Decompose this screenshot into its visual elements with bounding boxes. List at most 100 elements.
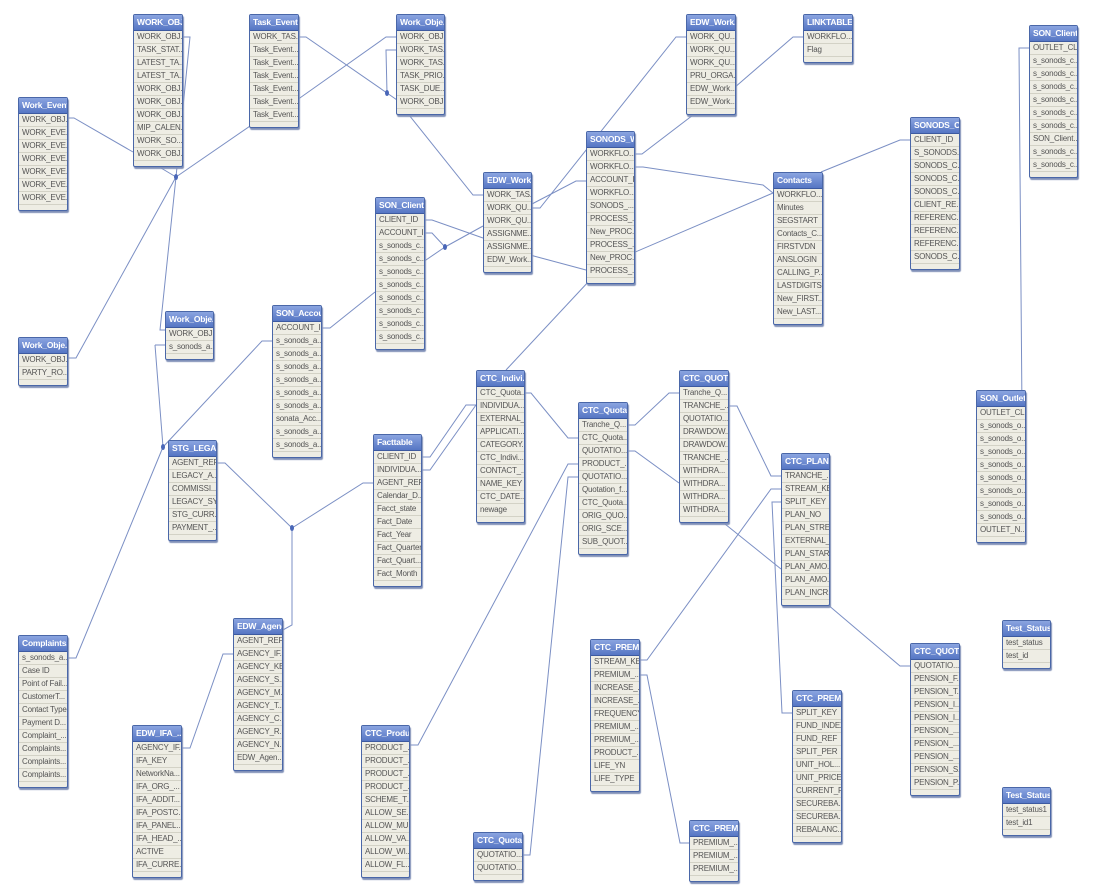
- table-field[interactable]: PRODUCT_...: [362, 768, 409, 781]
- table-field[interactable]: ALLOW_VA...: [362, 833, 409, 846]
- table-field[interactable]: s_sonods_c...: [376, 318, 424, 331]
- table-field[interactable]: TASK_STAT...: [134, 44, 182, 57]
- table-field[interactable]: Fact_Date: [374, 516, 421, 529]
- table-field[interactable]: INDIVIDUA...: [374, 464, 421, 477]
- table-title[interactable]: CTC_Quota...: [474, 833, 522, 849]
- table-title[interactable]: CTC_PLAN...: [782, 454, 829, 470]
- table-field[interactable]: s_sonods_a...: [273, 374, 321, 387]
- table-title[interactable]: CTC_PREMI...: [591, 640, 639, 656]
- table-work-obje-top[interactable]: Work_Obje...WORK_OBJ...WORK_TAS...WORK_T…: [396, 14, 445, 115]
- table-field[interactable]: PREMIUM_...: [591, 721, 639, 734]
- table-field[interactable]: AGENCY_KEY: [234, 661, 282, 674]
- table-field[interactable]: PENSION_I...: [911, 712, 959, 725]
- table-field[interactable]: WORKFLO...: [587, 161, 634, 174]
- table-field[interactable]: s_sonods_c...: [1030, 55, 1077, 68]
- table-field[interactable]: PRODUCT_...: [362, 781, 409, 794]
- table-title[interactable]: EDW_Agency: [234, 619, 282, 635]
- table-field[interactable]: TASK_DUE...: [397, 83, 444, 96]
- table-field[interactable]: UNIT_HOL...: [793, 759, 841, 772]
- table-field[interactable]: Complaints...: [19, 756, 67, 769]
- table-field[interactable]: IFA_PANEL...: [133, 820, 181, 833]
- table-field[interactable]: PLAN_NO: [782, 509, 829, 522]
- table-field[interactable]: EXTERNAL_...: [782, 535, 829, 548]
- table-field[interactable]: s_sonods_c...: [376, 266, 424, 279]
- table-field[interactable]: Contact Type: [19, 704, 67, 717]
- table-field[interactable]: CTC_Quota...: [477, 387, 524, 400]
- table-field[interactable]: Complaint_...: [19, 730, 67, 743]
- table-field[interactable]: PLAN_AMO...: [782, 561, 829, 574]
- table-field[interactable]: s_sonods_c...: [376, 240, 424, 253]
- table-field[interactable]: EDW_Work...: [484, 254, 531, 267]
- table-field[interactable]: FIRSTVDN: [774, 241, 822, 254]
- table-field[interactable]: Tranche_Q...: [680, 387, 728, 400]
- table-title[interactable]: CTC_QUOT...: [911, 644, 959, 660]
- table-title[interactable]: SON_Client: [376, 198, 424, 214]
- table-field[interactable]: Task_Event...: [250, 57, 298, 70]
- table-title[interactable]: Work_Obje...: [19, 338, 67, 354]
- table-field[interactable]: WORK_TAS...: [250, 31, 298, 44]
- table-field[interactable]: FUND_REF: [793, 733, 841, 746]
- table-title[interactable]: Complaints...: [19, 636, 67, 652]
- table-field[interactable]: CATEGORY...: [477, 439, 524, 452]
- table-field[interactable]: s_sonods_c...: [376, 292, 424, 305]
- table-edw-work-mid[interactable]: EDW_Work...WORK_TAS...WORK_QU...WORK_QU.…: [483, 172, 532, 273]
- table-field[interactable]: LASTDIGITS: [774, 280, 822, 293]
- table-field[interactable]: INDIVIDUA...: [477, 400, 524, 413]
- table-field[interactable]: New_PROC...: [587, 226, 634, 239]
- table-title[interactable]: Contacts: [774, 173, 822, 189]
- table-field[interactable]: IFA_HEAD_...: [133, 833, 181, 846]
- table-field[interactable]: PREMIUM_...: [690, 863, 738, 876]
- table-field[interactable]: SON_Client...: [1030, 133, 1077, 146]
- table-field[interactable]: ACCOUNT_ID: [273, 322, 321, 335]
- table-field[interactable]: WORK_SO...: [134, 135, 182, 148]
- table-ctc-quota-mid[interactable]: CTC_Quota...Tranche_Q...CTC_Quota...QUOT…: [578, 402, 628, 555]
- table-field[interactable]: QUOTATIO...: [474, 862, 522, 875]
- table-field[interactable]: APPLICATI...: [477, 426, 524, 439]
- table-field[interactable]: PAYMENT_...: [169, 522, 216, 535]
- table-field[interactable]: PLAN_AMO...: [782, 574, 829, 587]
- table-field[interactable]: QUOTATIO...: [680, 413, 728, 426]
- table-field[interactable]: s_sonods_c...: [1030, 159, 1077, 172]
- table-son-client-right[interactable]: SON_Client...OUTLET_CL...s_sonods_c...s_…: [1029, 25, 1078, 178]
- table-son-account[interactable]: SON_AccountACCOUNT_IDs_sonods_a...s_sono…: [272, 305, 322, 458]
- table-title[interactable]: CTC_PREMI...: [793, 691, 841, 707]
- table-field[interactable]: CTC_Quota...: [579, 432, 627, 445]
- table-field[interactable]: Fact_Quarter: [374, 542, 421, 555]
- table-field[interactable]: s_sonods_a...: [273, 439, 321, 452]
- table-field[interactable]: s_sonods_o...: [977, 446, 1025, 459]
- table-field[interactable]: s_sonods_c...: [376, 253, 424, 266]
- table-field[interactable]: Quotation_f...: [579, 484, 627, 497]
- table-title[interactable]: Facttable: [374, 435, 421, 451]
- table-field[interactable]: WORK_TAS...: [397, 44, 444, 57]
- table-field[interactable]: CTC_Quota...: [579, 497, 627, 510]
- table-field[interactable]: FREQUENCY: [591, 708, 639, 721]
- table-ctc-premi-mid[interactable]: CTC_PREMI...STREAM_KEYPREMIUM_...INCREAS…: [590, 639, 640, 792]
- table-field[interactable]: INCREASE_...: [591, 682, 639, 695]
- table-field[interactable]: REBALANC...: [793, 824, 841, 837]
- table-field[interactable]: Task_Event...: [250, 70, 298, 83]
- table-field[interactable]: PENSION_P...: [911, 777, 959, 790]
- table-field[interactable]: QUOTATIO...: [911, 660, 959, 673]
- table-title[interactable]: CTC_Indivi...: [477, 371, 524, 387]
- table-field[interactable]: PREMIUM_...: [591, 669, 639, 682]
- table-field[interactable]: s_sonods_o...: [977, 498, 1025, 511]
- table-field[interactable]: s_sonods_c...: [376, 279, 424, 292]
- table-field[interactable]: WORK_EVE...: [19, 192, 67, 205]
- table-field[interactable]: QUOTATIO...: [474, 849, 522, 862]
- table-field[interactable]: WORKFLO...: [587, 187, 634, 200]
- table-field[interactable]: AGENCY_S...: [234, 674, 282, 687]
- table-field[interactable]: CustomerT...: [19, 691, 67, 704]
- table-field[interactable]: INCREASE_...: [591, 695, 639, 708]
- table-field[interactable]: WORK_QU...: [687, 57, 735, 70]
- table-field[interactable]: WORK_EVE...: [19, 140, 67, 153]
- table-ctc-plan[interactable]: CTC_PLAN...TRANCHE_...STREAM_KEYSPLIT_KE…: [781, 453, 830, 606]
- table-field[interactable]: test_status1: [1003, 804, 1050, 817]
- table-field[interactable]: QUOTATIO...: [579, 471, 627, 484]
- table-title[interactable]: EDW_IFA_...: [133, 726, 181, 742]
- table-sonods-w[interactable]: SONODS_W...WORKFLO...WORKFLO...ACCOUNT_I…: [586, 131, 635, 284]
- table-field[interactable]: COMMISSI...: [169, 483, 216, 496]
- table-field[interactable]: PLAN_STRE...: [782, 522, 829, 535]
- table-field[interactable]: LATEST_TA...: [134, 57, 182, 70]
- table-field[interactable]: SECUREBA...: [793, 811, 841, 824]
